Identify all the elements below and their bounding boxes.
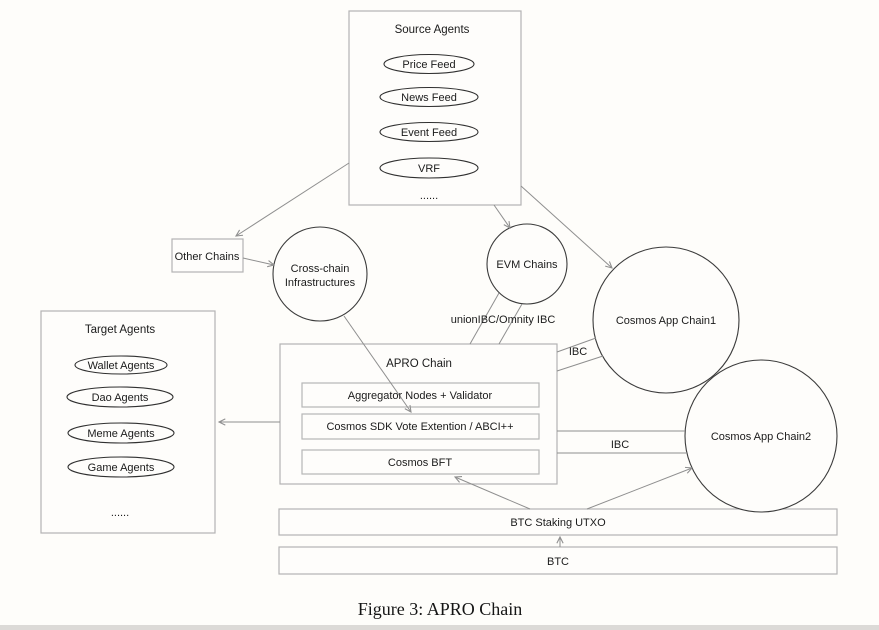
cosmos-app-chain1-label: Cosmos App Chain1 — [616, 315, 716, 327]
bottom-strip — [0, 625, 879, 630]
wallet-agents-ellipse — [74, 355, 168, 375]
apro-chain-title: APRO Chain — [386, 358, 452, 370]
cosmos-app-chain2-circle — [684, 359, 838, 513]
dao-agents-label: Dao Agents — [92, 392, 149, 404]
arrow-source-to-other-chains — [234, 162, 350, 237]
arrow-source-to-evm-chains — [493, 204, 511, 229]
wallet-agents-label: Wallet Agents — [88, 360, 155, 372]
btc-staking-utxo-box — [278, 508, 838, 536]
source-agents-title: Source Agents — [395, 24, 470, 36]
arrow-btc-staking-to-cosmos-bft — [453, 476, 531, 510]
game-agents-ellipse — [67, 456, 175, 478]
figure-caption: Figure 3: APRO Chain — [358, 599, 523, 619]
arrow-btc-staking-to-cosmos-app-chain2 — [586, 466, 694, 510]
price-feed-label: Price Feed — [402, 59, 455, 71]
cosmos-bft-box — [301, 449, 540, 475]
vrf-ellipse — [379, 157, 479, 179]
event-feed-ellipse — [379, 121, 479, 143]
btc-label: BTC — [547, 556, 569, 568]
ibc-chain2-edge-label: IBC — [611, 439, 629, 451]
meme-agents-ellipse — [67, 422, 175, 444]
cross-chain-label-line1: Cross-chain — [291, 263, 350, 275]
news-feed-label: News Feed — [401, 92, 457, 104]
target-agents-box — [40, 310, 216, 534]
cosmos-app-chain1-circle — [592, 246, 740, 394]
union-ibc-edge-label: unionIBC/Omnity IBC — [451, 314, 556, 326]
target-agents-title: Target Agents — [85, 324, 156, 336]
evm-apro-channel-line-1 — [469, 292, 500, 345]
target-agents-ellipsis: ...... — [111, 507, 129, 519]
btc-box — [278, 546, 838, 575]
vrf-label: VRF — [418, 163, 440, 175]
apro-chain1-channel-line-1 — [556, 337, 597, 353]
meme-agents-label: Meme Agents — [87, 428, 155, 440]
cross-chain-label-line2: Infrastructures — [285, 277, 356, 289]
game-agents-label: Game Agents — [88, 462, 155, 474]
evm-apro-channel-line-2 — [498, 303, 523, 345]
aggregator-nodes-box — [301, 382, 540, 408]
arrow-other-chains-to-cross-chain — [242, 257, 276, 268]
aggregator-nodes-label: Aggregator Nodes + Validator — [348, 390, 493, 402]
ibc-chain1-edge-label: IBC — [569, 346, 587, 358]
dao-agents-ellipse — [66, 386, 174, 408]
evm-chains-label: EVM Chains — [496, 259, 558, 271]
btc-staking-utxo-label: BTC Staking UTXO — [510, 517, 606, 529]
cosmos-sdk-label: Cosmos SDK Vote Extention / ABCI++ — [326, 421, 513, 433]
cosmos-app-chain2-label: Cosmos App Chain2 — [711, 431, 811, 443]
cosmos-bft-label: Cosmos BFT — [388, 457, 452, 469]
evm-chains-circle — [486, 223, 568, 305]
arrow-cross-chain-to-apro — [343, 315, 412, 413]
other-chains-box — [171, 238, 244, 273]
apro-chain1-channel-line-2 — [556, 355, 604, 372]
event-feed-label: Event Feed — [401, 127, 457, 139]
price-feed-ellipse — [383, 53, 475, 75]
news-feed-ellipse — [379, 86, 479, 108]
cross-chain-infrastructures-circle — [272, 226, 368, 322]
arrow-source-to-cosmos-app-chain1 — [520, 185, 613, 269]
source-agents-ellipsis: ...... — [420, 190, 438, 202]
other-chains-label: Other Chains — [175, 251, 240, 263]
cosmos-sdk-box — [301, 413, 540, 440]
